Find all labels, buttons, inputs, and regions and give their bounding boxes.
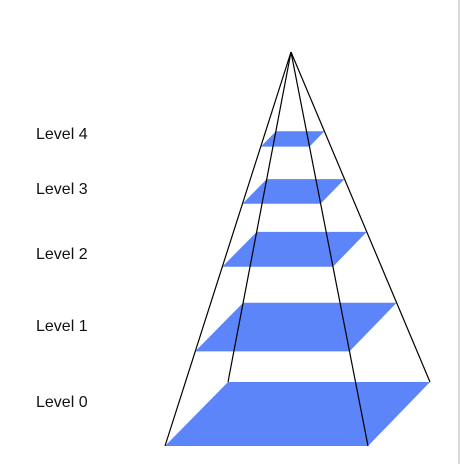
- edge-front-left: [164, 51, 292, 447]
- level-label-2: Level 2: [36, 246, 88, 263]
- frame-border: [458, 0, 460, 464]
- level-label-1: Level 1: [36, 318, 88, 335]
- level-label-3: Level 3: [36, 181, 88, 198]
- level-label-0: Level 0: [36, 394, 88, 411]
- level-planes: [165, 131, 430, 446]
- edge-front-right: [290, 51, 369, 447]
- pyramid-edges: [164, 51, 431, 447]
- edge-back-left: [227, 51, 292, 383]
- level-plane-1: [195, 302, 397, 352]
- level-plane-2: [222, 231, 367, 267]
- edge-back-right: [290, 51, 431, 383]
- level-plane-4: [260, 131, 325, 147]
- level-plane-3: [242, 179, 345, 204]
- level-label-4: Level 4: [36, 126, 88, 143]
- level-plane-0: [165, 382, 430, 446]
